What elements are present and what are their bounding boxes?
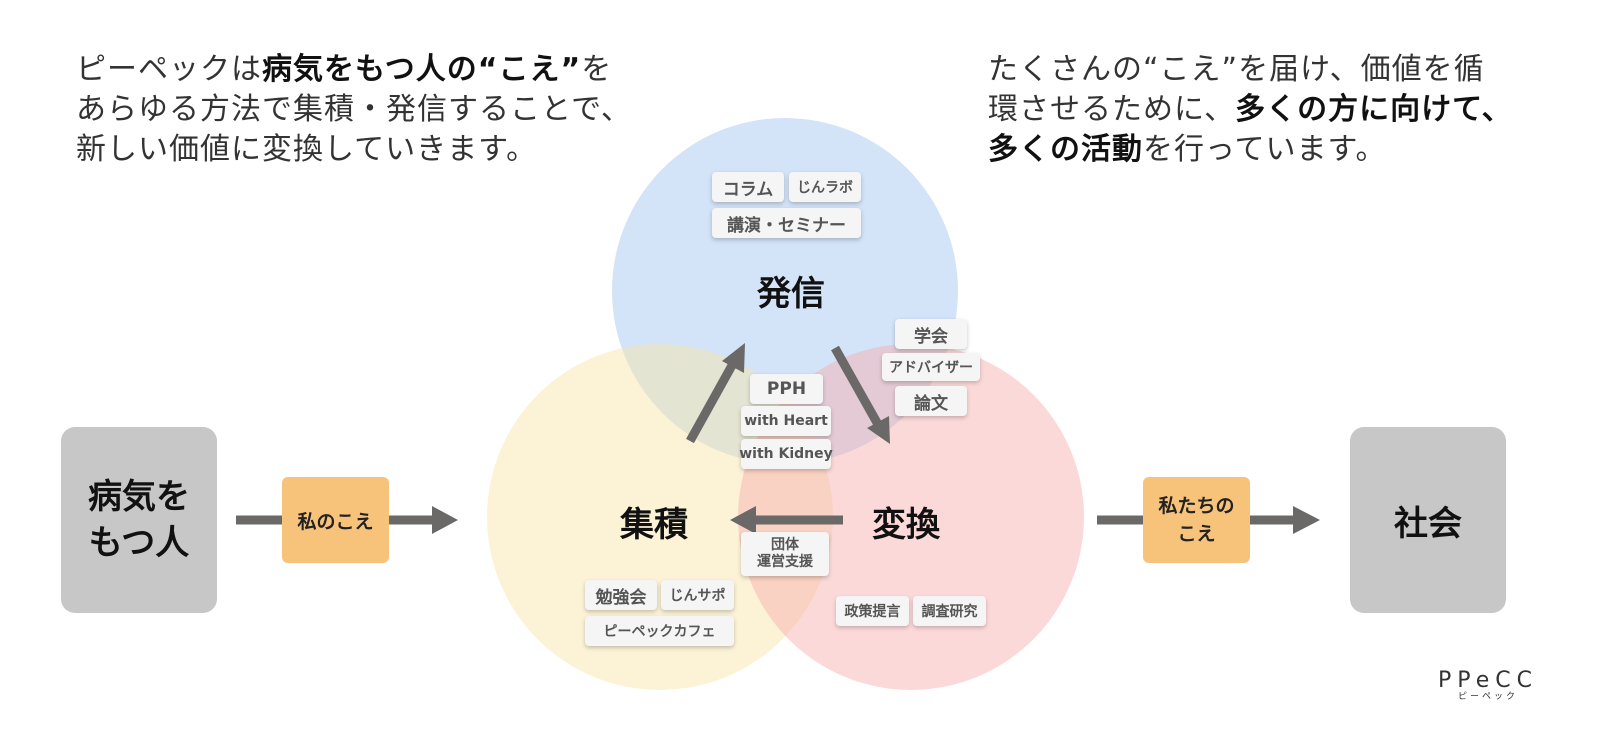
label-send: 発信 (757, 274, 825, 314)
chip-research: 調査研究 (913, 596, 986, 626)
chip-org-support: 団体 運営支援 (741, 532, 829, 576)
intro-left-line1a: ピーペックは (76, 52, 262, 87)
chip-cafe: ピーペックカフェ (585, 616, 734, 646)
label-accumulate: 集積 (620, 505, 688, 545)
arrow-head-left (432, 506, 458, 534)
chip-lecture: 講演・セミナー (712, 208, 861, 238)
intro-right-text: たくさんの“こえ”を届け、価値を循 環させるために、多くの方に向けて、 多くの活… (988, 50, 1513, 170)
arrow-head-up (722, 343, 745, 373)
intro-right-line1: たくさんの“こえ”を届け、価値を循 (988, 52, 1485, 87)
chip-org-support-line2: 運営支援 (757, 554, 813, 570)
intro-right-line3a: 多くの活動 (988, 132, 1143, 167)
arrow-head-leftward (730, 506, 756, 534)
chip-org-support-line1: 団体 (771, 537, 799, 553)
intro-right-line3b: を行っています。 (1143, 132, 1387, 167)
chip-with-kidney: with Kidney (739, 439, 833, 469)
arrow-head-right (1293, 506, 1320, 534)
intro-right-line2b: 多くの方に向けて、 (1235, 92, 1513, 127)
chip-jin-sapo: じんサポ (661, 580, 734, 610)
chip-study: 勉強会 (585, 580, 657, 610)
chip-policy: 政策提言 (836, 596, 909, 626)
chip-adviser: アドバイザー (882, 353, 980, 381)
arrow-accumulate-to-send (686, 357, 739, 444)
our-voice-box: 私たちのこえ (1143, 477, 1250, 563)
logo-kana: ピーペック (1458, 692, 1519, 702)
chip-paper: 論文 (895, 386, 967, 416)
chip-academic: 学会 (895, 319, 967, 349)
intro-left-line1c: を (581, 52, 613, 87)
label-convert: 変換 (872, 505, 940, 545)
patient-line1: 病気を (88, 477, 190, 517)
intro-left-line1b: 病気をもつ人の“こえ” (262, 52, 582, 87)
our-voice-line1: 私たちの (1158, 495, 1235, 517)
intro-right-line2a: 環させるために、 (988, 92, 1236, 127)
chip-pph: PPH (750, 374, 823, 404)
intro-left-line2: あらゆる方法で集積・発信することで、 (76, 92, 632, 127)
arrow-send-to-convert (831, 345, 884, 431)
chip-jin-labo: じんラボ (789, 172, 861, 202)
patient-line2: もつ人 (88, 523, 190, 563)
arrow-head-down (867, 416, 890, 444)
chip-column: コラム (712, 172, 784, 202)
society-box: 社会 (1350, 427, 1506, 613)
my-voice-box: 私のこえ (282, 477, 389, 563)
logo-mark: PPeCC (1438, 668, 1539, 693)
intro-left-line3: 新しい価値に変換していきます。 (76, 132, 538, 167)
ppecc-logo: PPeCC ピーペック (1438, 668, 1538, 702)
patient-box: 病気をもつ人 (61, 427, 217, 613)
chip-with-heart: with Heart (741, 406, 831, 436)
intro-left-text: ピーペックは病気をもつ人の“こえ”を あらゆる方法で集積・発信することで、 新し… (76, 50, 632, 170)
our-voice-line2: こえ (1177, 523, 1216, 545)
